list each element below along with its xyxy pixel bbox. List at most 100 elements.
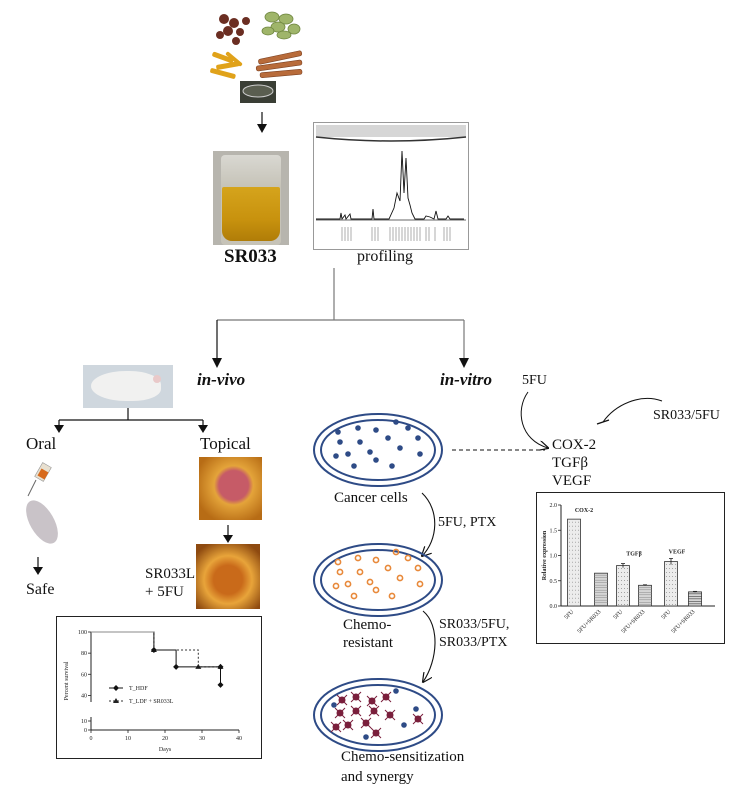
bar-dot [621, 592, 622, 594]
bar-dot [672, 588, 673, 590]
bar-dot [669, 596, 670, 598]
bar-dot [666, 580, 667, 582]
x-tick-label: 5FU [613, 609, 625, 621]
bar-dot [575, 537, 576, 539]
bar-dot [672, 568, 673, 570]
killed-cell-cross [336, 694, 348, 706]
x-tick-label: 5FU+SR033 [621, 609, 647, 635]
bar-dot [672, 572, 673, 574]
bar-dot [669, 592, 670, 594]
sensitized-cell-dish [313, 678, 443, 752]
killed-cell-cross [350, 691, 362, 703]
bar-dot [618, 604, 619, 606]
bar-dot [569, 593, 570, 595]
bar-dot [572, 537, 573, 539]
cancer-cell-dot [345, 451, 351, 457]
bar-dot [575, 549, 576, 551]
bar-dot [627, 572, 628, 574]
cancer-cell-dot [417, 451, 423, 457]
y-tick-label: 100 [78, 630, 87, 636]
bar-dot [618, 592, 619, 594]
in-vivo-label: in-vivo [197, 370, 246, 389]
group-label: TGFβ [626, 552, 642, 558]
bar-dot [578, 577, 579, 579]
step2-treatment-line1: SR033/5FU, [439, 617, 510, 632]
bar-dot [624, 596, 625, 598]
y-tick-label: 80 [81, 651, 87, 657]
cancer-cell-dot [405, 425, 411, 431]
bar-dot [575, 577, 576, 579]
x-tick-label: 10 [125, 736, 131, 742]
bar-dot [575, 569, 576, 571]
resistant-cell-dot [344, 580, 352, 588]
killed-cell-cross [330, 721, 342, 733]
bar-dot [621, 568, 622, 570]
drug-label: 5FU [522, 373, 547, 388]
bar-dot [675, 576, 676, 578]
bar-dot [669, 588, 670, 590]
bar-dot [621, 604, 622, 606]
bar-dot [575, 573, 576, 575]
legend-label-ldf: T_LDF + SR033L [129, 699, 174, 705]
oral-gavage-image [12, 462, 72, 552]
bar-dot [666, 600, 667, 602]
bar-dot [572, 545, 573, 547]
bar-dot [578, 589, 579, 591]
nmr-spectrum [315, 125, 467, 241]
bar-dot [572, 521, 573, 523]
bar-dot [569, 589, 570, 591]
censor-marker [217, 663, 224, 670]
killed-cell-cross [370, 727, 382, 739]
bar-dot [672, 596, 673, 598]
bar-dot [621, 576, 622, 578]
bar-dot [621, 596, 622, 598]
bar-dot [624, 580, 625, 582]
bar [567, 518, 581, 607]
bar-dot [572, 601, 573, 603]
legend-marker-hdf [113, 685, 119, 691]
topical-tumor-image [199, 457, 262, 520]
y-tick-label: 0.5 [550, 579, 558, 585]
bar-dot [669, 564, 670, 566]
bar-dot [575, 565, 576, 567]
cancer-cell-dot [367, 449, 373, 455]
killed-cell-cross [368, 705, 380, 717]
spices-collage-icon [210, 11, 303, 103]
marker-vegf: VEGF [552, 473, 592, 489]
cancer-cells-label: Cancer cells [334, 490, 408, 506]
bar-dot [578, 601, 579, 603]
outcome-line1: Chemo-sensitization [341, 749, 465, 765]
y-tick-label: 0.0 [550, 604, 558, 610]
bar-dot [569, 577, 570, 579]
arrow-topical-to-treatment [223, 535, 233, 543]
killed-cell-cross [380, 691, 392, 703]
bar-dot [669, 600, 670, 602]
killed-cell-cross [412, 713, 424, 725]
bar-dot [569, 585, 570, 587]
bar-dot [575, 589, 576, 591]
bar-dot [618, 572, 619, 574]
bar-dot [572, 557, 573, 559]
bar-dot [569, 565, 570, 567]
resistant-cell-dot [372, 586, 380, 594]
bar-dot [569, 549, 570, 551]
cancer-cell-dot [351, 463, 357, 469]
bar-dot [666, 588, 667, 590]
killed-cell-cross [384, 709, 396, 721]
bar-dot [669, 580, 670, 582]
bar-dot [578, 533, 579, 535]
bar-dot [624, 588, 625, 590]
bar-dot [569, 597, 570, 599]
bar [594, 572, 608, 607]
marker-tgfb: TGFβ [552, 455, 588, 471]
x-tick-label: 20 [162, 736, 168, 742]
bar-dot [578, 569, 579, 571]
resistant-cell-dot [332, 582, 340, 590]
bar-dot [578, 561, 579, 563]
bar-dot [624, 604, 625, 606]
cancer-cell-dot [337, 439, 343, 445]
extract-label: SR033 [224, 246, 277, 267]
bar-dot [572, 553, 573, 555]
